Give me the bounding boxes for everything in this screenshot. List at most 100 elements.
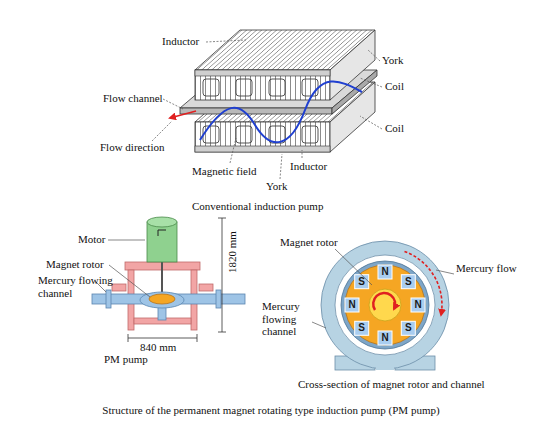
illustration-shape bbox=[158, 230, 166, 236]
illustration-shape bbox=[96, 240, 150, 297]
pole-letter: S bbox=[358, 276, 365, 288]
illustration-shape bbox=[203, 79, 219, 96]
illustration-shape bbox=[222, 218, 223, 332]
illustration-shape bbox=[236, 126, 252, 143]
illustration-shape bbox=[345, 298, 359, 312]
part-label: Motor bbox=[78, 233, 106, 246]
dimension-label: 1820 mm bbox=[226, 231, 239, 273]
part-label: Magnet rotor bbox=[280, 236, 338, 249]
illustration-shape bbox=[149, 294, 175, 304]
pole-letter: N bbox=[381, 332, 388, 344]
illustration-shape bbox=[411, 298, 425, 312]
illustration-shape bbox=[302, 150, 303, 158]
illustration-shape bbox=[174, 294, 245, 304]
illustration-shape bbox=[199, 284, 213, 291]
illustration-shape bbox=[376, 358, 394, 370]
illustration-shape bbox=[378, 265, 392, 279]
cross-section bbox=[312, 241, 454, 370]
part-label: Mercury flowing channel bbox=[38, 274, 123, 299]
illustration-shape bbox=[360, 78, 382, 87]
illustration-shape bbox=[321, 241, 449, 369]
illustration-shape bbox=[106, 290, 111, 308]
part-label: Magnetic field bbox=[192, 165, 256, 178]
illustration-shape bbox=[195, 70, 330, 76]
illustration-shape bbox=[128, 334, 129, 342]
part-label: Magnet rotor bbox=[46, 258, 104, 271]
part-label: Mercury flow bbox=[456, 262, 517, 275]
illustration-shape bbox=[206, 40, 246, 42]
caption: Structure of the permanent magnet rotati… bbox=[102, 404, 439, 417]
figure-title: Conventional induction pump bbox=[192, 200, 323, 213]
part-label: York bbox=[382, 54, 404, 67]
dimension-label: 840 mm bbox=[140, 341, 176, 354]
illustration-shape bbox=[216, 290, 221, 308]
part-label: Coil bbox=[385, 80, 404, 93]
figure-title: PM pump bbox=[104, 353, 148, 366]
illustration-shape bbox=[302, 126, 318, 143]
illustration-shape bbox=[341, 261, 429, 349]
illustration-shape bbox=[312, 322, 326, 328]
illustration-shape bbox=[330, 30, 375, 100]
illustration-shape bbox=[112, 284, 126, 291]
illustration-shape bbox=[436, 270, 454, 274]
illustration-shape bbox=[197, 334, 198, 342]
illustration-shape bbox=[369, 289, 401, 321]
illustration-shape bbox=[152, 121, 172, 141]
illustration-shape bbox=[128, 218, 226, 342]
illustration-shape bbox=[360, 116, 382, 129]
illustration-shape bbox=[355, 275, 369, 289]
illustration-shape bbox=[345, 265, 425, 345]
part-label: Flow direction bbox=[100, 141, 164, 154]
illustration-shape bbox=[128, 338, 197, 339]
pole-letter: N bbox=[348, 299, 355, 311]
illustration-shape bbox=[373, 293, 395, 310]
part-label: York bbox=[266, 180, 288, 193]
illustration-shape bbox=[170, 111, 196, 118]
pole-letter: N bbox=[381, 266, 388, 278]
illustration-shape bbox=[302, 79, 318, 96]
figure-title: Cross-section of magnet rotor and channe… bbox=[298, 378, 485, 391]
part-label: Inductor bbox=[290, 160, 327, 173]
illustration-shape bbox=[218, 332, 226, 333]
pm-pump bbox=[92, 217, 245, 342]
illustration-shape bbox=[269, 79, 285, 96]
illustration-shape bbox=[195, 146, 330, 152]
part-label: Flow channel bbox=[103, 92, 163, 105]
illustration-shape bbox=[195, 70, 330, 100]
illustration-shape bbox=[200, 81, 362, 142]
illustration-shape bbox=[328, 248, 442, 362]
illustration-shape bbox=[368, 50, 380, 61]
illustration-shape bbox=[401, 321, 415, 335]
illustration-shape bbox=[236, 79, 252, 96]
illustration-shape bbox=[218, 218, 226, 219]
illustration-shape bbox=[203, 126, 219, 143]
illustration-shape bbox=[195, 122, 330, 152]
part-label: Coil bbox=[385, 122, 404, 135]
illustration-shape bbox=[280, 154, 282, 179]
pole-letter: S bbox=[405, 323, 412, 335]
illustration-shape bbox=[405, 251, 442, 315]
illustration-shape bbox=[152, 40, 382, 179]
part-label: Mercury flowing channel bbox=[262, 300, 312, 338]
illustration-shape bbox=[108, 240, 145, 241]
illustration-shape bbox=[109, 265, 150, 297]
conventional-pump bbox=[152, 30, 382, 179]
illustration-shape bbox=[147, 222, 177, 262]
illustration-shape bbox=[335, 249, 372, 285]
illustration-shape bbox=[401, 275, 415, 289]
illustration-shape bbox=[180, 108, 332, 114]
illustration-shape bbox=[163, 99, 183, 109]
illustration-shape bbox=[203, 126, 318, 143]
pole-letter: N bbox=[414, 299, 421, 311]
pole-letter: S bbox=[405, 276, 412, 288]
part-label: Inductor bbox=[162, 35, 199, 48]
illustration-shape bbox=[345, 265, 425, 345]
illustration-shape bbox=[147, 217, 177, 227]
illustration-shape bbox=[230, 138, 236, 163]
illustration-shape bbox=[378, 331, 392, 345]
pole-letter: S bbox=[358, 323, 365, 335]
illustration-shape bbox=[355, 321, 369, 335]
